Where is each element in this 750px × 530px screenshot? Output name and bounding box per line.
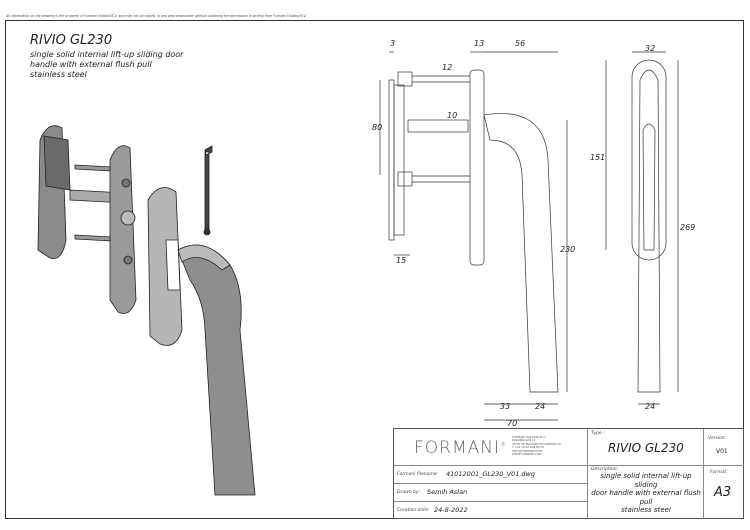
dim-label: 33 [500, 402, 511, 411]
description-line: handle with external flush pull [30, 60, 152, 69]
dim-label: 32 [645, 44, 656, 53]
format-value: A3 [714, 485, 732, 500]
type-cell: Type : RIVIO GL230 [588, 429, 704, 466]
dim-label: 15 [396, 256, 407, 265]
description-line: stainless steel [30, 70, 87, 79]
type-value: RIVIO GL230 [608, 441, 684, 455]
disclaimer: All information on the drawing is the pr… [6, 14, 307, 18]
dim-label: 80 [372, 123, 383, 132]
filename: 41012001_GL230_V01.dwg [446, 470, 536, 478]
logo-cell: FORMANI® FORMANI HOLLAND B.V.EUROPALAAN … [394, 429, 588, 466]
dim-label: 3 [390, 39, 396, 48]
dim-label: 24 [645, 402, 656, 411]
description-cell: Description: single solid internal lift-… [588, 466, 704, 519]
filename-cell: Formani filename: 41012001_GL230_V01.dwg [394, 466, 588, 484]
dim-label: 151 [590, 153, 606, 162]
creation-date-cell: Creation date: 24-8-2022 [394, 502, 588, 519]
dim-label: 24 [535, 402, 546, 411]
drawing-description: single solid internal lift-up sliding do… [30, 50, 230, 80]
version-value: V01 [716, 448, 728, 455]
dim-label: 70 [507, 419, 518, 428]
description-line: single solid internal lift-up sliding [600, 472, 692, 489]
title-block: FORMANI® FORMANI HOLLAND B.V.EUROPALAAN … [393, 428, 744, 519]
dim-label: 269 [680, 223, 696, 232]
creation-date: 24-8-2022 [434, 506, 468, 514]
side-view [379, 51, 568, 421]
description-line: stainless steel [621, 506, 671, 514]
description-line: single solid internal lift-up sliding do… [30, 50, 184, 59]
drawing-title: RIVIO GL230 [30, 33, 113, 48]
format-cell: Format: A3 [710, 470, 732, 500]
version-cell: Version: V01 [704, 429, 744, 466]
drawn-by: Semih Aslan [427, 488, 468, 496]
front-view [605, 51, 679, 405]
isometric-exploded-view [37, 125, 256, 496]
drawing-frame [5, 20, 744, 519]
formani-logo: FORMANI® [414, 438, 507, 458]
dim-label: 12 [442, 63, 453, 72]
description-line: door handle with external flush pull [591, 489, 701, 506]
dim-label: 13 [474, 39, 485, 48]
drawn-by-cell: Drawn by: Semih Aslan [394, 484, 588, 502]
dim-label: 230 [560, 245, 576, 254]
dim-label: 10 [447, 111, 458, 120]
dim-label: 56 [515, 39, 526, 48]
